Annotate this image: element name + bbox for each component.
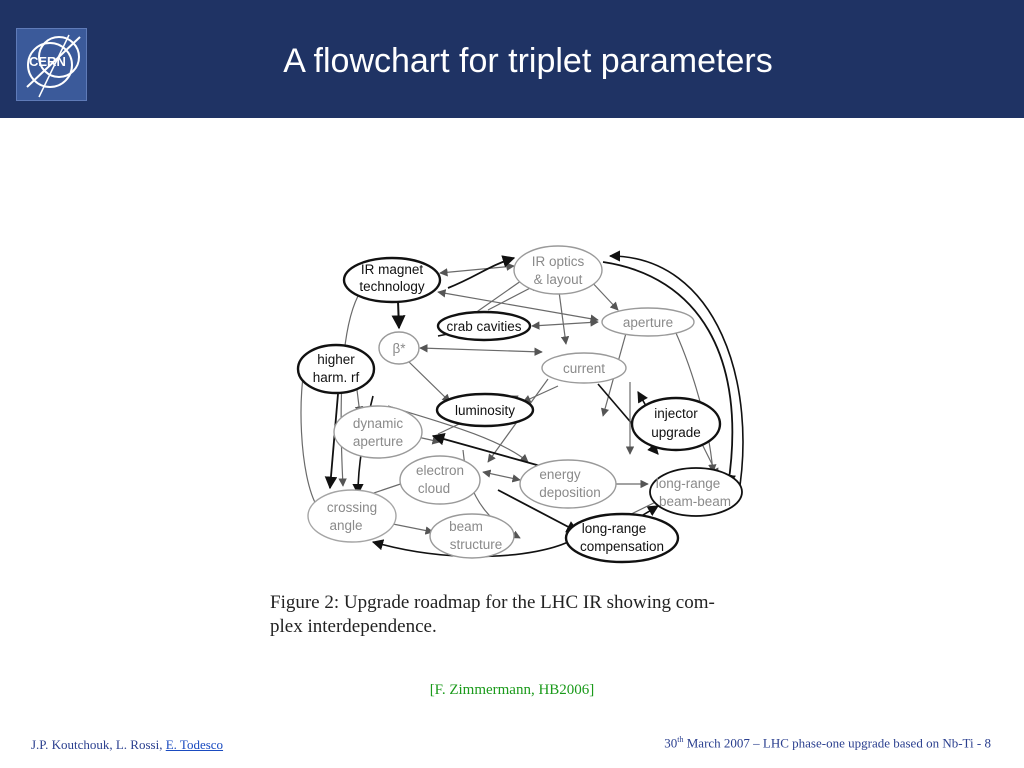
node-luminosity-label: luminosity xyxy=(455,403,515,418)
node-electron-cloud-line2: cloud xyxy=(418,481,450,496)
slide-title: A flowchart for triplet parameters xyxy=(283,42,773,80)
edge xyxy=(391,300,406,330)
edge xyxy=(608,250,744,499)
node-ir-magnet-line2: technology xyxy=(359,279,425,294)
node-higher-harm-line2: harm. rf xyxy=(313,370,360,385)
node-injector-line1: injector xyxy=(654,406,698,421)
node-long-range-bb-line1: long-range xyxy=(656,476,721,491)
edge xyxy=(407,360,451,403)
node-beam-structure: beam structure xyxy=(429,513,515,559)
node-energy-deposition-line2: deposition xyxy=(539,485,601,500)
edge xyxy=(437,289,599,323)
node-electron-cloud: electron cloud xyxy=(399,455,481,505)
edge xyxy=(482,469,521,483)
footer-event: 30th March 2007 – LHC phase-one upgrade … xyxy=(664,735,991,751)
node-long-range-beam-beam: long-range beam-beam xyxy=(649,467,743,517)
footer-author-link[interactable]: E. Todesco xyxy=(165,737,224,752)
footer-date-sup: th xyxy=(677,735,684,744)
figure-caption: Figure 2: Upgrade roadmap for the LHC IR… xyxy=(270,591,780,639)
node-crossing-angle: crossing angle xyxy=(307,489,397,543)
edge xyxy=(447,255,516,289)
edge xyxy=(531,318,599,330)
figure-caption-line2: plex interdependence. xyxy=(270,616,437,637)
node-long-range-comp-line2: compensation xyxy=(580,539,664,554)
node-beam-structure-line2: structure xyxy=(450,537,503,552)
node-crab-cavities: crab cavities xyxy=(436,310,532,342)
node-crossing-angle-line1: crossing xyxy=(327,500,377,515)
node-dynamic-aperture-line1: dynamic xyxy=(353,416,404,431)
node-dynamic-aperture: dynamic aperture xyxy=(333,405,423,459)
node-long-range-compensation: long-range compensation xyxy=(564,512,680,564)
footer-page-number: - 8 xyxy=(973,735,991,751)
edge xyxy=(439,262,515,277)
edge xyxy=(324,393,339,490)
node-beta-star: β* xyxy=(378,331,420,365)
node-energy-deposition-line1: energy xyxy=(539,467,581,482)
figure-caption-line1: Figure 2: Upgrade roadmap for the LHC IR… xyxy=(270,592,715,613)
reference-citation: [F. Zimmermann, HB2006] xyxy=(429,682,595,698)
node-injector-upgrade: injector upgrade xyxy=(630,396,722,452)
node-crossing-angle-line2: angle xyxy=(329,518,362,533)
node-aperture: aperture xyxy=(601,307,695,337)
footer-authors: J.P. Koutchouk, L. Rossi, E. Todesco xyxy=(31,737,223,753)
footer-date-rest: March 2007 – LHC phase-one upgrade based… xyxy=(683,735,974,751)
node-ir-optics: IR optics & layout xyxy=(513,245,603,295)
node-electron-cloud-line1: electron xyxy=(416,463,464,478)
node-ir-optics-line1: IR optics xyxy=(532,254,585,269)
footer-authors-text: J.P. Koutchouk, L. Rossi, xyxy=(31,737,166,752)
node-higher-harm-line1: higher xyxy=(317,352,355,367)
cern-logo: CERN xyxy=(16,28,87,101)
node-higher-harm-rf: higher harm. rf xyxy=(296,343,376,395)
node-dynamic-aperture-line2: aperture xyxy=(353,434,403,449)
flowchart-figure: IR magnet technology IR optics & layout … xyxy=(258,236,778,652)
edge xyxy=(497,489,580,533)
node-current-label: current xyxy=(563,361,605,376)
node-beta-star-label: β* xyxy=(392,341,406,356)
footer-date-day: 30 xyxy=(664,735,678,751)
node-aperture-label: aperture xyxy=(623,315,673,330)
node-long-range-bb-line2: beam-beam xyxy=(659,494,731,509)
slide-header: CERN A flowchart for triplet parameters xyxy=(0,0,1024,118)
edge xyxy=(419,344,543,356)
node-crab-cavities-label: crab cavities xyxy=(446,319,521,334)
node-current: current xyxy=(541,352,627,384)
node-injector-line2: upgrade xyxy=(651,425,701,440)
node-ir-magnet: IR magnet technology xyxy=(342,256,442,304)
node-ir-magnet-line1: IR magnet xyxy=(361,262,424,277)
node-energy-deposition: energy deposition xyxy=(519,459,617,509)
node-long-range-comp-line1: long-range xyxy=(582,521,647,536)
node-beam-structure-line1: beam xyxy=(449,519,483,534)
node-ir-optics-line2: & layout xyxy=(534,272,583,287)
edge xyxy=(602,261,736,488)
cern-logo-text: CERN xyxy=(29,54,66,69)
node-luminosity: luminosity xyxy=(435,392,535,428)
edge xyxy=(522,385,559,403)
